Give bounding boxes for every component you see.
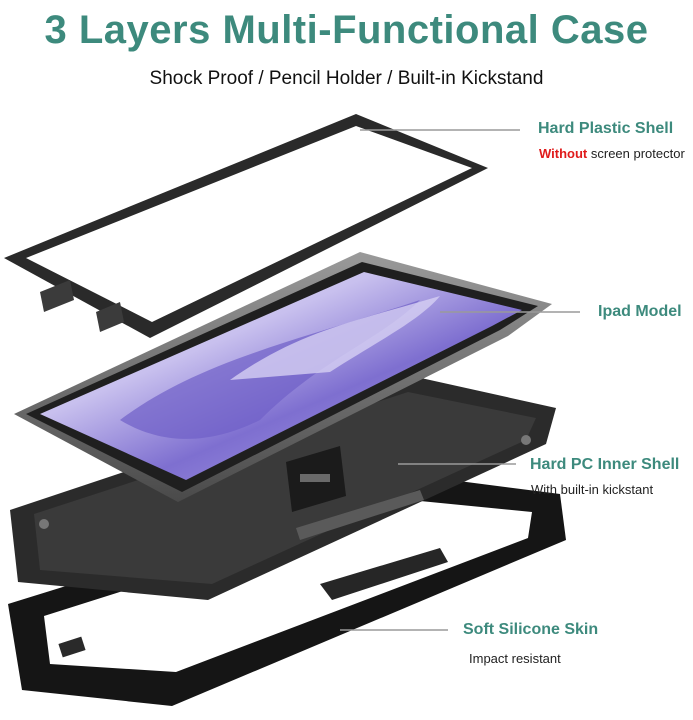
desc-hard-plastic-shell: Without screen protector xyxy=(539,146,685,161)
page-subtitle: Shock Proof / Pencil Holder / Built-in K… xyxy=(149,68,544,89)
page-title: 3 Layers Multi-Functional Case xyxy=(44,8,649,52)
desc-hard-pc-inner-shell: With built-in kickstant xyxy=(531,482,654,497)
label-ipad-model: Ipad Model xyxy=(598,303,682,320)
desc-rest: screen protector xyxy=(587,146,685,161)
desc-soft-silicone-skin: Impact resistant xyxy=(469,651,561,666)
pc-inner-shell-layer xyxy=(10,376,556,600)
label-hard-pc-inner-shell: Hard PC Inner Shell xyxy=(530,456,680,473)
plastic-shell-layer xyxy=(4,114,488,338)
desc-highlight: Without xyxy=(539,146,588,161)
label-soft-silicone-skin: Soft Silicone Skin xyxy=(463,621,599,638)
tablet-model-layer xyxy=(14,252,552,502)
label-hard-plastic-shell: Hard Plastic Shell xyxy=(538,120,674,137)
leader-lines xyxy=(340,129,580,631)
silicone-skin-layer xyxy=(8,476,566,706)
